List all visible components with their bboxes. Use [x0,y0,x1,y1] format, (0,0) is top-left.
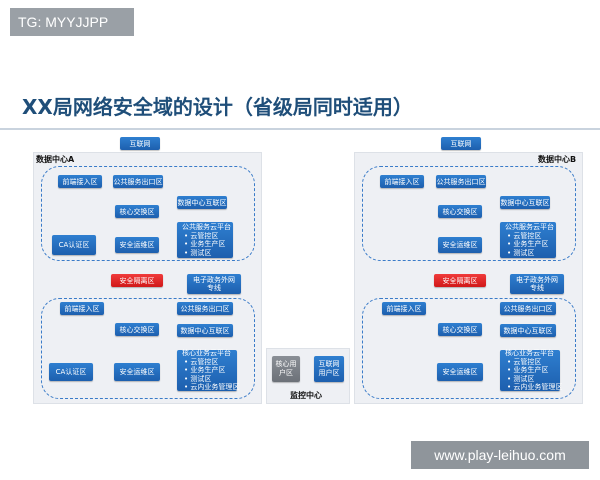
internet-box-right: 互联网 [441,137,481,150]
front-access-zone: 前端接入区 [60,302,104,315]
dc-interconnect-zone: 数据中心互联区 [500,324,556,337]
datacenter-a-label: 数据中心A [36,155,75,164]
monitor-center-label: 监控中心 [290,391,322,400]
dc-interconnect-zone: 数据中心互联区 [177,324,233,337]
cloud-item: 云管控区 [507,232,548,241]
cloud-item: 业务生产区 [507,366,562,375]
egov-extranet-box: 电子政务外网 专线 [187,274,241,294]
core-cloud-platform: 核心业务云平台 云管控区 业务生产区 测试区 云内业务管理区 [500,349,562,392]
cloud-item: 云管控区 [184,358,239,367]
internet-user-line: 用户区 [318,369,340,377]
internet-user-line: 互联网 [318,360,340,368]
ca-auth-zone: CA认证区 [52,235,96,255]
security-isolation-zone: 安全隔离区 [434,274,486,287]
public-service-exit-zone: 公共服务出口区 [436,175,486,188]
core-switch-zone: 核心交换区 [438,205,482,218]
egov-line: 电子政务外网 [193,276,235,284]
cloud-item: 业务生产区 [507,240,548,249]
security-ops-zone: 安全运维区 [438,237,482,253]
public-service-exit-zone: 公共服务出口区 [500,302,556,315]
internet-box-left: 互联网 [120,137,160,150]
egov-line: 电子政务外网 [516,276,558,284]
security-ops-zone: 安全运维区 [437,363,483,381]
cloud-item: 云内业务管理区 [507,383,562,392]
egov-line: 专线 [530,284,544,292]
public-cloud-platform: 公共服务云平台 云管控区 业务生产区 测试区 [500,222,556,258]
security-ops-zone: 安全运维区 [115,237,159,253]
core-cloud-platform: 核心业务云平台 云管控区 业务生产区 测试区 云内业务管理区 [177,349,239,392]
cloud-item: 测试区 [184,249,225,258]
front-access-zone: 前端接入区 [58,175,102,188]
front-access-zone: 前端接入区 [380,175,424,188]
datacenter-a-bottom-zone [41,298,255,399]
datacenter-b-top-zone [362,166,576,261]
cloud-platform-title: 公共服务云平台 [505,223,554,231]
core-switch-zone: 核心交换区 [438,323,482,336]
egov-extranet-box: 电子政务外网 专线 [510,274,564,294]
egov-line: 专线 [207,284,221,292]
internet-user-zone: 互联网 用户区 [314,356,344,382]
datacenter-b-bottom-zone [362,298,576,399]
cloud-item: 测试区 [507,249,548,258]
datacenter-a-top-zone [41,166,255,261]
datacenter-b-label: 数据中心B [538,155,577,164]
cloud-platform-title: 核心业务云平台 [505,349,554,358]
front-access-zone: 前端接入区 [382,302,426,315]
public-cloud-platform: 公共服务云平台 云管控区 业务生产区 测试区 [177,222,233,258]
public-service-exit-zone: 公共服务出口区 [177,302,233,315]
core-switch-zone: 核心交换区 [115,205,159,218]
public-service-exit-zone: 公共服务出口区 [113,175,163,188]
watermark-badge: www.play-leihuo.com [411,441,589,469]
title-divider [0,128,600,130]
cloud-item: 测试区 [507,375,562,384]
core-user-line: 户区 [279,369,293,377]
cloud-item: 云管控区 [507,358,562,367]
security-ops-zone: 安全运维区 [114,363,160,381]
core-switch-zone: 核心交换区 [115,323,159,336]
core-user-line: 核心用 [275,360,297,368]
tag-badge: TG: MYYJJPP [10,8,134,36]
dc-interconnect-zone: 数据中心互联区 [177,196,227,209]
core-user-zone: 核心用 户区 [272,356,300,382]
page-title: XX局网络安全域的设计（省级局同时适用） [22,95,413,119]
security-isolation-zone: 安全隔离区 [111,274,163,287]
cloud-item: 云管控区 [184,232,225,241]
cloud-item: 云内业务管理区 [184,383,239,392]
cloud-platform-title: 公共服务云平台 [182,223,231,231]
cloud-item: 测试区 [184,375,239,384]
ca-auth-zone: CA认证区 [49,363,93,381]
cloud-item: 业务生产区 [184,366,239,375]
cloud-item: 业务生产区 [184,240,225,249]
cloud-platform-title: 核心业务云平台 [182,349,231,358]
dc-interconnect-zone: 数据中心互联区 [500,196,550,209]
